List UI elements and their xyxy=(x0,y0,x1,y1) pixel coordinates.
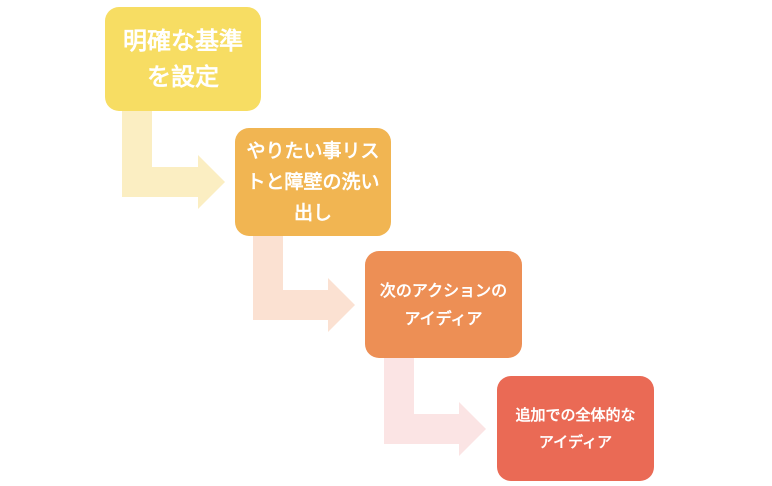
step-1-label: 明確な基準を設定 xyxy=(123,27,243,91)
step-box-2: やりたい事リストと障壁の洗い出し xyxy=(235,128,391,236)
step-2-label: やりたい事リストと障壁の洗い出し xyxy=(246,139,380,224)
arrow-1 xyxy=(122,111,225,209)
arrow-2 xyxy=(253,236,355,332)
step-box-4: 追加での全体的なアイディア xyxy=(497,376,654,481)
step-box-1: 明確な基準を設定 xyxy=(105,7,261,111)
step-box-3: 次のアクションのアイディア xyxy=(365,251,522,358)
step-4-label: 追加での全体的なアイディア xyxy=(515,405,636,451)
arrow-3 xyxy=(384,358,486,456)
step-3-label: 次のアクションのアイディア xyxy=(379,280,508,328)
